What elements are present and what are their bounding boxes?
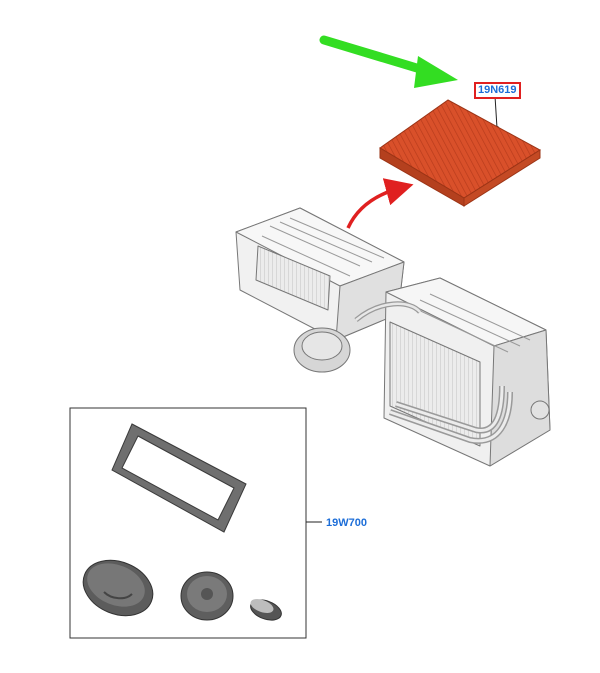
kit-part-callout[interactable]: 19W700: [326, 517, 367, 529]
hvac-housing-assembly: [235, 207, 551, 467]
grommet-large: [82, 559, 154, 617]
filter-part-callout[interactable]: 19N619: [474, 82, 521, 99]
green-arrow-icon: [319, 35, 458, 88]
seal-gasket: [111, 423, 247, 533]
kit-frame: [69, 407, 307, 639]
red-curved-arrow-icon: [346, 178, 414, 229]
cabin-air-filter: [379, 99, 541, 207]
grommet-small: [180, 571, 234, 621]
filter-leader-line: [494, 95, 498, 129]
plug-cap: [250, 599, 282, 621]
